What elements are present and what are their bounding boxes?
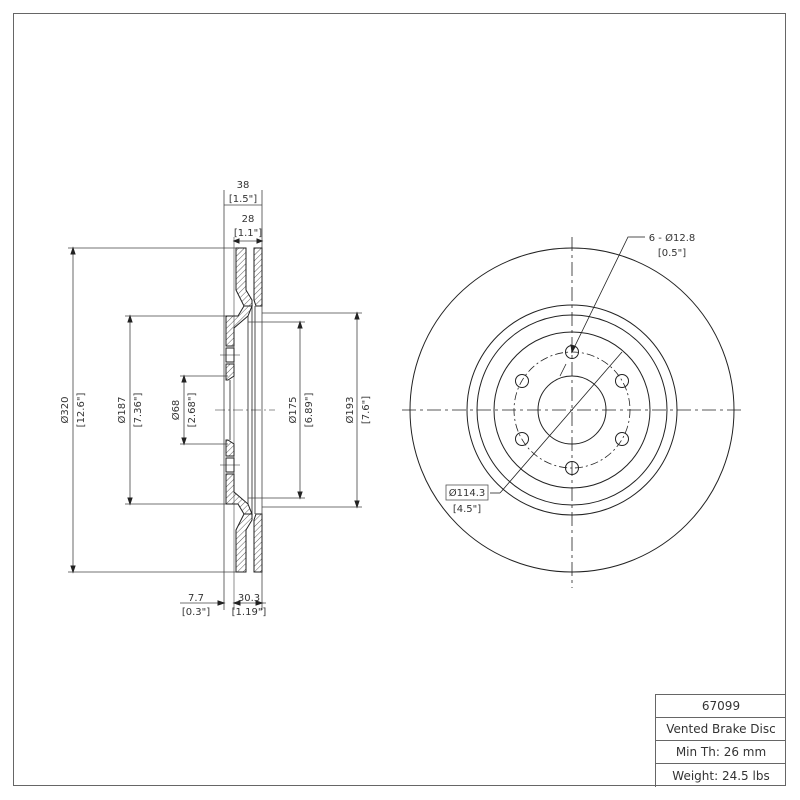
- bolt-circle-in: [4.5"]: [453, 504, 481, 515]
- side-view-dimension-labels: 38 [1.5"] 28 [1.1"] Ø320 [12.6"] Ø187 [7…: [59, 180, 372, 618]
- dim-friction-inner-diameter-mm: Ø193: [344, 397, 356, 424]
- part-description: Vented Brake Disc: [656, 718, 786, 741]
- dim-outer-diameter-in: [12.6"]: [76, 393, 87, 428]
- dim-hat-offset-mm: 7.7: [188, 593, 204, 604]
- dim-rotor-thickness-mm: 28: [242, 214, 255, 225]
- dim-rotor-thickness-in: [1.1"]: [234, 228, 262, 239]
- dim-outer-diameter-mm: Ø320: [59, 397, 71, 424]
- dim-center-bore-mm: Ø68: [170, 400, 182, 421]
- front-view: [402, 236, 742, 588]
- title-block: 67099 Vented Brake Disc Min Th: 26 mm We…: [655, 694, 786, 787]
- bolt-holes-label: 6 - Ø12.8: [649, 232, 695, 244]
- dim-overall-height-in: [1.19"]: [232, 607, 267, 618]
- dim-hat-offset-in: [0.3"]: [182, 607, 210, 618]
- dim-total-width-mm: 38: [237, 180, 250, 191]
- dim-inner-vent-diameter-in: [6.89"]: [304, 393, 315, 428]
- drawing-frame: [13, 13, 786, 786]
- dim-hat-diameter-in: [7.36"]: [133, 393, 144, 428]
- bolt-holes-in: [0.5"]: [658, 248, 686, 259]
- side-view-section: [68, 190, 362, 610]
- bolt-circle-mm: Ø114.3: [449, 487, 486, 499]
- dim-hat-diameter-mm: Ø187: [116, 397, 128, 424]
- dim-inner-vent-diameter-mm: Ø175: [287, 397, 299, 424]
- weight: Weight: 24.5 lbs: [672, 768, 770, 783]
- bolt-circle-box: [445, 484, 489, 501]
- front-view-labels: 6 - Ø12.8 [0.5"] Ø114.3 [4.5"]: [445, 232, 695, 515]
- dim-overall-height-mm: 30.3: [238, 593, 260, 604]
- dim-friction-inner-diameter-in: [7.6"]: [361, 396, 372, 424]
- min-thickness: Min Th: 26 mm: [656, 741, 786, 764]
- dim-center-bore-in: [2.68"]: [187, 393, 198, 428]
- dim-total-width-in: [1.5"]: [229, 194, 257, 205]
- part-number: 67099: [656, 695, 786, 718]
